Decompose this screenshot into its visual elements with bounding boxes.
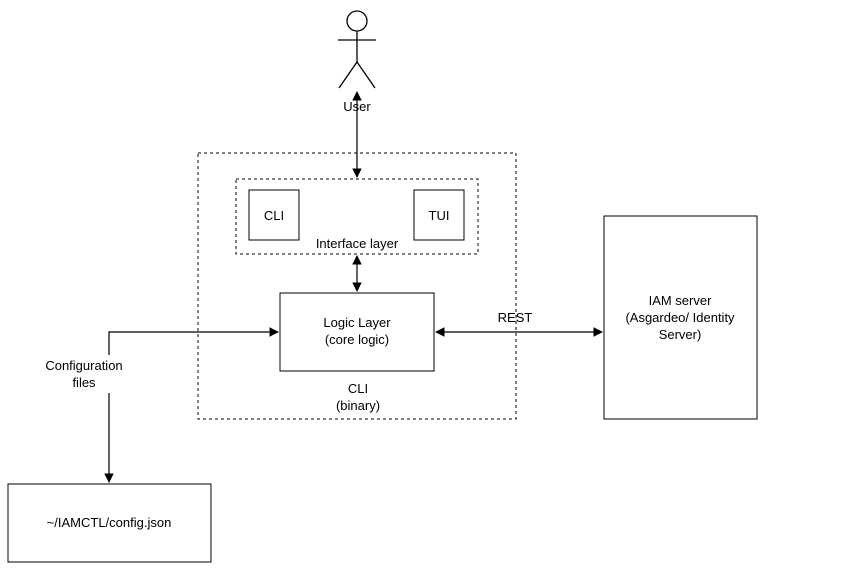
- iam-server-line3: Server): [659, 327, 702, 342]
- config-edge-label-line2: files: [72, 375, 96, 390]
- config-label-bg: [36, 355, 132, 393]
- interface-layer-label: Interface layer: [316, 236, 399, 251]
- logic-layer-subtitle: (core logic): [325, 332, 389, 347]
- user-actor: [338, 10, 376, 89]
- interface-layer-box: [235, 178, 479, 255]
- iam-server-box: [603, 215, 758, 420]
- config-edge-label-line1: Configuration: [45, 358, 122, 373]
- cli-container-sublabel: (binary): [336, 398, 380, 413]
- actor-head: [346, 10, 368, 32]
- logic-layer-box: [279, 292, 435, 372]
- config-file-label: ~/IAMCTL/config.json: [47, 515, 172, 530]
- cli-box: [248, 189, 300, 241]
- iam-server-title: IAM server: [649, 293, 713, 308]
- config-file-box: [7, 483, 212, 563]
- config-arrow: [104, 327, 279, 483]
- actor-right-leg: [356, 61, 376, 89]
- rest-label: REST: [498, 310, 533, 325]
- tui-box-label: TUI: [429, 208, 450, 223]
- logic-layer-title: Logic Layer: [323, 315, 391, 330]
- iam-server-line2: (Asgardeo/ Identity: [625, 310, 735, 325]
- cli-box-label: CLI: [264, 208, 284, 223]
- cli-container-label: CLI: [348, 381, 368, 396]
- actor-left-leg: [338, 61, 358, 89]
- tui-box: [413, 189, 465, 241]
